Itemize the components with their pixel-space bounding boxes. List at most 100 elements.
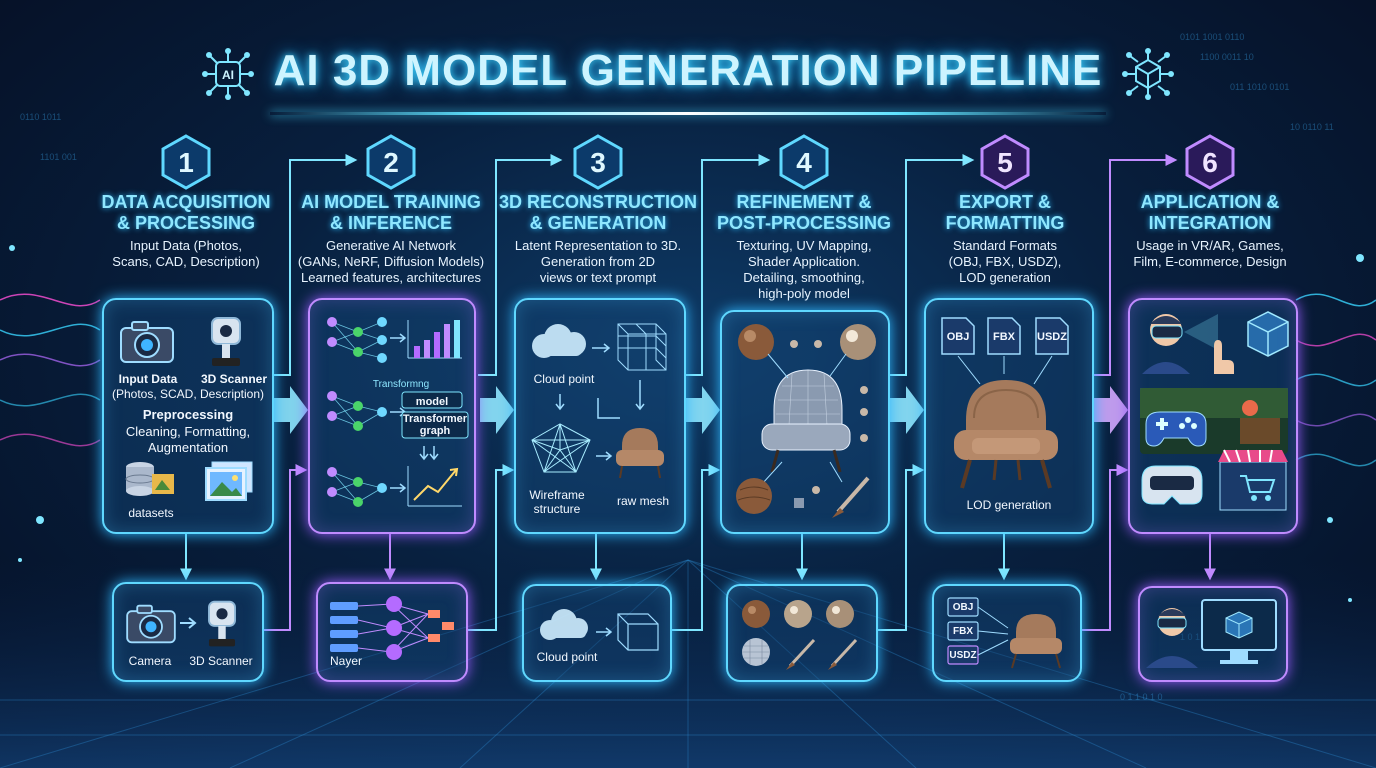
brush-icon [828,640,856,670]
format-label-usdz: USDZ [1036,330,1068,344]
desc-line: Detailing, smoothing, [699,270,909,286]
hand-pointing-icon [1214,340,1234,374]
application-panel [1128,298,1298,534]
armchair-icon [762,370,850,472]
capture-devices-panel: Camera 3D Scanner [112,582,264,682]
export-formats-panel: OBJ FBX USDZ [932,584,1082,682]
desc-line: Learned features, architectures [276,270,506,286]
refinement-panel [720,310,890,534]
reconstruction-panel: Cloud point Wireframe structure raw mesh [514,298,686,534]
format-label-usdz: USDZ [948,649,978,663]
stage-title-line: APPLICATION & [1105,192,1315,213]
desc-line: (OBJ, FBX, USDZ), [900,254,1110,270]
stage-number-badge: 2 [361,132,421,192]
shop-cart-icon [1218,450,1288,510]
input-data-label: Input Data [106,372,190,386]
stage-number: 1 [178,147,194,178]
desc-line: Generative AI Network [276,238,506,254]
brush-icon [832,478,868,518]
vr-headset-icon [1142,466,1202,504]
wireframe-label: Wireframe [522,488,592,502]
stage-title-line: REFINEMENT & [699,192,909,213]
stage-number-badge: 3 [568,132,628,192]
input-data-sub: (Photos, SCAD, Description) [108,387,268,401]
arrow-right-icon [180,616,198,630]
stage-number: 5 [997,147,1013,178]
stage-number: 4 [796,147,812,178]
refinement-graphic [722,312,888,532]
camera-label: Camera [120,654,180,668]
raw-mesh-label: raw mesh [608,494,678,508]
desc-line: Generation from 2D [493,254,703,270]
desc-line: LOD generation [900,270,1110,286]
stage-title-line: & GENERATION [493,213,703,234]
desc-line: Input Data (Photos, [81,238,291,254]
cloud-point-label: Cloud point [524,372,604,386]
stage-description: Usage in VR/AR, Games, Film, E-commerce,… [1105,238,1315,270]
model-label: model [402,395,462,409]
stage-title: AI MODEL TRAINING & INFERENCE [286,192,496,234]
camera-icon [124,602,178,646]
network-layer-panel: Nayer [316,582,468,682]
preprocessing-label: Preprocessing [108,408,268,422]
transforming-label: Transformng [366,378,436,392]
armchair-icon [616,428,664,478]
application-graphic [1130,300,1296,532]
stage-title: DATA ACQUISITION & PROCESSING [81,192,291,234]
desc-line: (GANs, NeRF, Diffusion Models) [276,254,506,270]
cloud-point-label: Cloud point [530,650,604,664]
armchair-icon [1010,614,1062,668]
integration-panel [1138,586,1288,682]
stage-number-badge: 1 [156,132,216,192]
3d-scanner-label: 3D Scanner [184,654,258,668]
stage-number: 2 [383,147,399,178]
stage-number-badge: 4 [774,132,834,192]
database-icon [122,460,178,500]
datasets-label: datasets [116,506,186,520]
cloud-point-panel: Cloud point [522,584,672,682]
stage-description: Latent Representation to 3D. Generation … [493,238,703,286]
desc-line: views or text prompt [493,270,703,286]
integration-graphic [1140,588,1286,680]
camera-icon [118,318,176,366]
vr-user-icon [1146,608,1198,668]
format-label-obj: OBJ [942,330,974,344]
3d-scanner-icon [202,598,242,652]
stage-title: APPLICATION & INTEGRATION [1105,192,1315,234]
stage-description: Generative AI Network (GANs, NeRF, Diffu… [276,238,506,286]
stage-description: Standard Formats (OBJ, FBX, USDZ), LOD g… [900,238,1110,286]
stage-title-line: & PROCESSING [81,213,291,234]
stage-number: 6 [1202,147,1218,178]
stage-number-badge: 5 [975,132,1035,192]
desc-line: Scans, CAD, Description) [81,254,291,270]
desc-line: Usage in VR/AR, Games, [1105,238,1315,254]
stage-number: 3 [590,147,606,178]
desc-line: high-poly model [699,286,909,302]
desc-line: Film, E-commerce, Design [1105,254,1315,270]
stage-number-badge: 6 [1180,132,1240,192]
materials-panel [726,584,878,682]
stage-title-line: POST-PROCESSING [699,213,909,234]
lod-generation-label: LOD generation [926,498,1092,512]
preprocessing-sub: Augmentation [108,441,268,455]
format-label-fbx: FBX [948,625,978,639]
3d-scanner-icon [206,314,246,372]
vr-user-icon [1142,314,1190,374]
layer-label: Nayer [326,654,366,668]
wireframe-label: structure [522,502,592,516]
preprocessing-sub: Cleaning, Formatting, [108,425,268,439]
image-gallery-icon [202,460,254,504]
export-panel: OBJ FBX USDZ LOD generation [924,298,1094,534]
stage-title-line: 3D RECONSTRUCTION [493,192,703,213]
materials-graphic [728,586,876,680]
stage-title: 3D RECONSTRUCTION & GENERATION [493,192,703,234]
stage-description: Input Data (Photos, Scans, CAD, Descript… [81,238,291,270]
stage-title: REFINEMENT & POST-PROCESSING [699,192,909,234]
stage-title-line: EXPORT & [900,192,1110,213]
stage-title-line: DATA ACQUISITION [81,192,291,213]
format-label-fbx: FBX [988,330,1020,344]
stage-description: Texturing, UV Mapping, Shader Applicatio… [699,238,909,302]
data-acquisition-panel: Input Data 3D Scanner (Photos, SCAD, Des… [102,298,274,534]
desc-line: Standard Formats [900,238,1110,254]
3d-cube-icon [1248,312,1288,356]
